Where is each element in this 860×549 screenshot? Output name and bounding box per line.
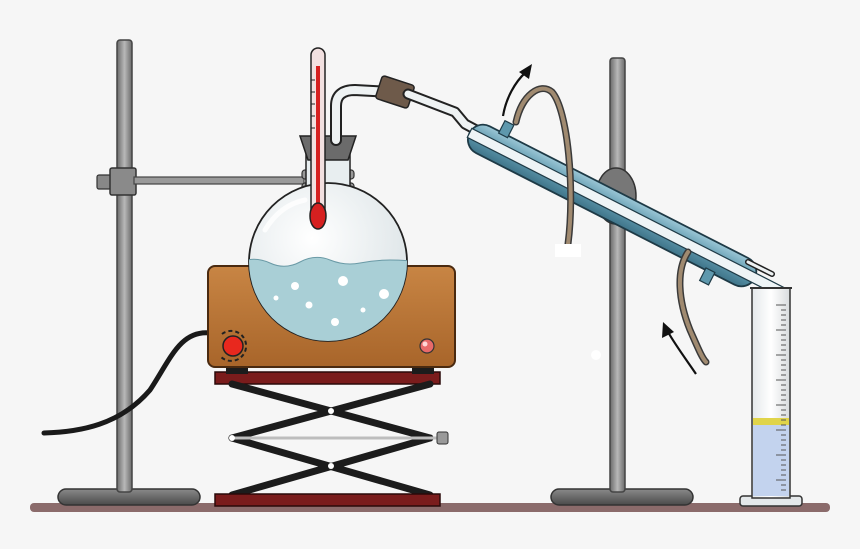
still-head [330, 75, 486, 146]
flask-stopper [298, 135, 358, 161]
jack-knob [436, 431, 449, 445]
distillate-band [753, 418, 789, 425]
still-head-tube-inner [332, 85, 394, 144]
water-outlet-end [555, 244, 581, 257]
indicator-light-glare [422, 341, 428, 347]
power-cable [41, 330, 213, 436]
jack-top-plate [214, 371, 441, 385]
condenser-inlet-nozzle [698, 267, 716, 286]
stand-rod [609, 57, 626, 493]
jack-pivot [328, 408, 334, 414]
jack-pivot [229, 435, 235, 441]
condenser-drip-tip-inner [746, 260, 774, 276]
flow-arrow-in [662, 322, 697, 375]
ring-stand-right [550, 57, 694, 506]
graduated-cylinder [739, 287, 803, 507]
thermometer-bulb [309, 202, 327, 230]
clamp-bolt [96, 174, 112, 190]
jack-top-feet-right [412, 366, 434, 374]
water-outlet-tube-fill [514, 86, 573, 246]
cylinder-graduations [776, 304, 786, 491]
thermometer-scale [311, 79, 315, 129]
condenser [466, 119, 785, 298]
clamp-arm [133, 176, 305, 185]
stand-rod [116, 39, 133, 493]
clamp-holder [109, 167, 137, 196]
water-inlet-tube-fill [678, 250, 708, 364]
flow-arrow-out [501, 64, 532, 117]
ring-stand-left [57, 39, 201, 506]
flask-highlight [262, 197, 308, 233]
thermometer [309, 47, 327, 230]
thermometer-mercury [316, 66, 320, 216]
heater-knob-dial [219, 329, 248, 362]
indicator-light [419, 338, 435, 354]
jack-bottom-plate [214, 493, 441, 507]
jack-pivot [328, 463, 334, 469]
heater-knob[interactable] [222, 335, 244, 357]
condenser-outlet-nozzle [497, 119, 515, 139]
lab-jack [214, 366, 449, 507]
liquid-bubbles [273, 276, 389, 326]
water-drop-marker [591, 350, 601, 360]
jack-top-feet-left [226, 366, 248, 374]
